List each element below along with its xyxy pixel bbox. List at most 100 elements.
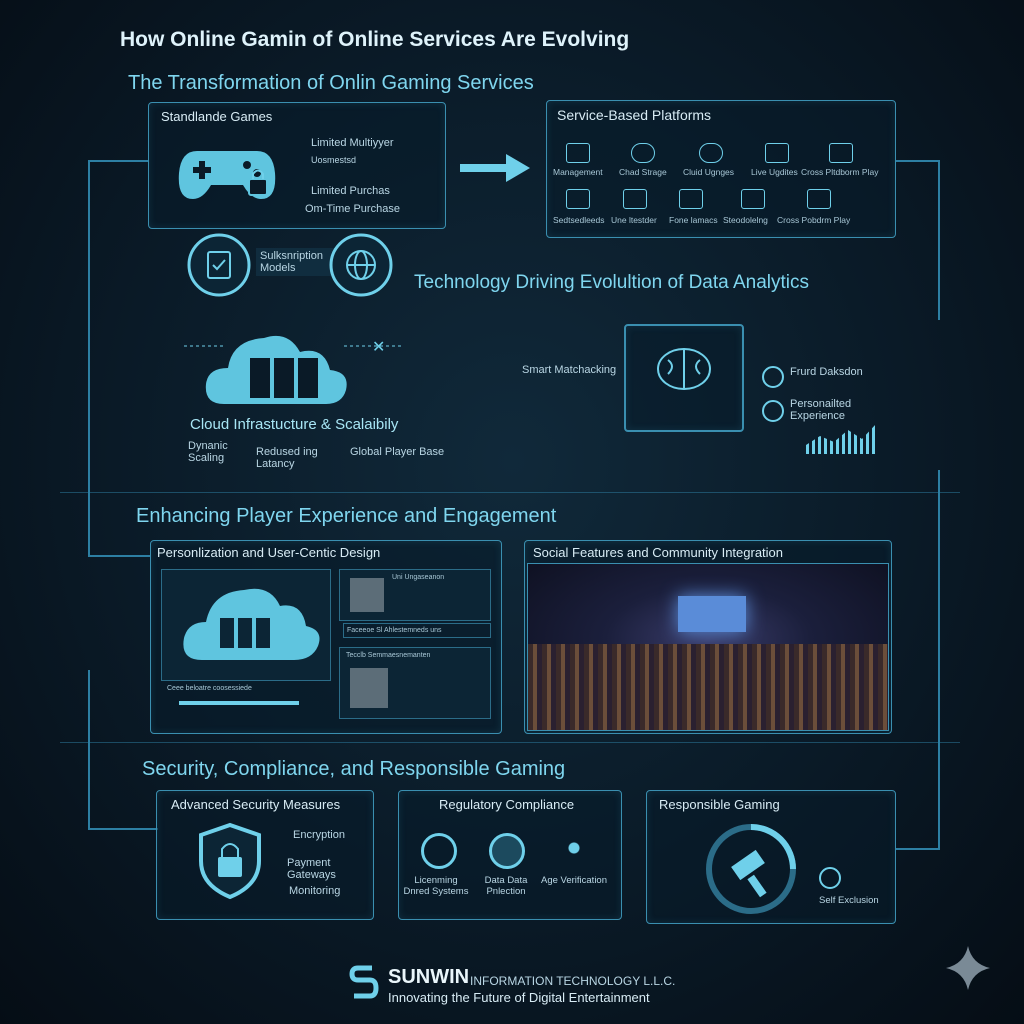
age-verification-icon [559,831,589,865]
cloud-item-1: Dynanic Scaling [188,440,228,464]
analytics-item-1: Smart Matchacking [522,364,617,376]
service-row2-3: Fone lamacs [669,215,718,225]
service-row1-5: Cross Pltdborm Play [801,167,879,177]
self-exclusion-icon [819,867,841,889]
progress-bar [179,701,299,705]
service-row2-2: Une ltestder [611,215,657,225]
gavel-icon [706,824,796,914]
connector-right2 [938,470,940,850]
security-panel: Advanced Security Measures Encryption Pa… [156,790,374,920]
sparkle-icon [946,946,990,990]
section4-title: Security, Compliance, and Responsible Ga… [142,758,566,780]
licensing-globe-icon [421,833,457,869]
bar-graph-icon [806,424,876,454]
connector-left2-bottom [88,828,158,830]
regulatory-panel: Regulatory Compliance Licenming Dnred Sy… [398,790,622,920]
service-row2-4: Steodolelng [723,215,768,225]
globe-icon [329,233,393,297]
responsible-title: Responsible Gaming [659,797,780,812]
profile-banner: Faceeoe Sl Ahlestemneds uns [343,623,491,638]
profile-card-2: Tecclb Semmaesnemanten [339,647,491,719]
regulatory-title: Regulatory Compliance [439,797,575,812]
social-panel: Social Features and Community Integratio… [524,540,892,734]
security-item-1: Encryption [293,829,345,841]
regulatory-item-2: Data Data Pnlection [484,875,528,897]
cloud-server-small-icon [183,588,320,660]
regulatory-item-3: Age Verification [540,875,607,886]
footer-tagline: Innovating the Future of Digital Enterta… [388,990,650,1005]
analytics-screen [624,324,744,432]
section3-title: Enhancing Player Experience and Engageme… [136,505,557,527]
streaming-icon [741,189,765,209]
standalone-item-4: Om-Time Purchase [305,203,400,215]
page-title: How Online Gamin of Online Services Are … [120,28,630,51]
data-protection-icon [489,833,525,869]
brain-icon [657,348,711,390]
live-updates-icon [765,143,789,163]
connector-left [88,160,90,555]
responsible-item: Self Exclusion [819,895,879,906]
gamepad-icon [178,151,276,199]
cloud-storage-icon [631,143,655,163]
sunwin-logo-icon [349,965,379,999]
avatar [350,668,388,708]
scheduled-icon [566,189,590,209]
profile-card-2-label: Tecclb Semmaesnemanten [346,652,431,659]
stadium-crowd-image [527,563,889,731]
avatar [350,578,384,612]
profile-card-1-label: Uni Ungaseanon [392,574,445,581]
personalization-title: Personlization and User-Centic Design [157,545,381,560]
management-icon [566,143,590,163]
connector-left2 [88,670,90,830]
section1-title: The Transformation of Onlin Gaming Servi… [128,72,534,94]
connector-left-bottom [88,555,150,557]
personalized-icon [762,400,784,422]
cross-play-icon [807,189,831,209]
divider-1 [60,492,960,493]
standalone-item-1: Limited Multiyyer [311,137,394,149]
connector-right2-b [895,848,940,850]
cloud-server-icon: ✕ [184,335,404,404]
standalone-item-2: Uosmestsd [311,155,357,165]
service-row2-1: Sedtsedleeds [553,215,605,225]
regulatory-item-1: Licenming Dnred Systems [403,875,469,897]
cloud-item-2: Redused ing Latancy [256,446,318,470]
footer-company: INFORMATION TECHNOLOGY L.L.C. [470,974,676,988]
security-title: Advanced Security Measures [171,797,341,812]
cloud-screen [161,569,331,681]
cloud-item-3: Global Player Base [350,446,445,458]
responsible-panel: Responsible Gaming Self Exclusion [646,790,896,924]
cloud-title: Cloud Infrastucture & Scalaibily [190,416,399,433]
service-row1-4: Live Ugdites [751,167,798,177]
subscription-label: Sulksnription Models [256,248,344,276]
cross-platform-icon [829,143,853,163]
service-row2-5: Cross Pobdrm Play [777,215,851,225]
standalone-item-3: Limited Purchas [311,185,390,197]
service-title: Service-Based Platforms [557,107,712,123]
connector-right-top [895,160,940,162]
service-row1-3: Cluid Ugnges [683,167,735,177]
crowd [528,644,888,730]
service-row1-2: Chad Strage [619,167,667,177]
arena-screen [678,596,746,632]
svg-text:✕: ✕ [372,337,385,356]
connector-right [938,160,940,320]
divider-2 [60,742,960,743]
footer-brand: SUNWIN [388,966,470,988]
shield-lock-icon [199,822,261,900]
standalone-title: Standlande Games [161,109,273,124]
profile-card-1: Uni Ungaseanon [339,569,491,621]
section2-title: Technology Driving Evolultion of Data An… [414,272,809,293]
personalization-panel: Personlization and User-Centic Design Un… [150,540,502,734]
analytics-item-3: Personailted Experience [790,398,852,422]
connector-left-top [88,160,148,162]
security-item-3: Monitoring [289,885,341,897]
arrow-right-icon [460,154,530,182]
service-panel: Service-Based Platforms Management Chad … [546,100,896,238]
cloud-upgrades-icon [699,143,723,163]
analytics-item-2: Frurd Daksdon [790,366,863,378]
personalization-bottom-label: Ceee beloatre coosessiede [167,685,252,692]
standalone-panel: Standlande Games Limited Multiyyer Uosme… [148,102,446,229]
subscription-clipboard-icon [187,233,251,297]
service-row1-1: Management [553,167,603,177]
